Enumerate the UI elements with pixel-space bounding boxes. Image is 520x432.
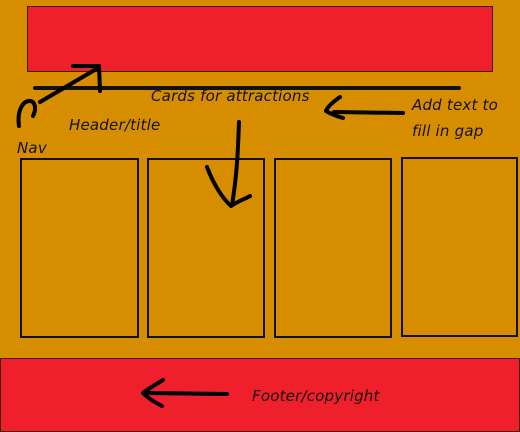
- nav-bar-line: [33, 86, 461, 90]
- attraction-card: [147, 158, 265, 338]
- footer-annotation: Footer/copyright: [252, 387, 380, 405]
- footer-block: [0, 358, 520, 432]
- nav-annotation: Nav: [17, 139, 47, 157]
- nav-arrow-icon: [16, 99, 38, 128]
- gap-annotation: Add text to fill in gap: [412, 96, 498, 140]
- cards-annotation: Cards for attractions: [151, 87, 310, 105]
- attraction-card: [20, 158, 139, 338]
- gap-arrow-icon: [332, 110, 405, 115]
- attraction-card: [401, 157, 518, 337]
- header-block: [27, 6, 493, 72]
- attraction-card: [274, 158, 392, 338]
- gap-arrowhead-icon: [324, 95, 345, 120]
- header-arrow-icon: [38, 66, 100, 104]
- header-annotation: Header/title: [69, 116, 161, 134]
